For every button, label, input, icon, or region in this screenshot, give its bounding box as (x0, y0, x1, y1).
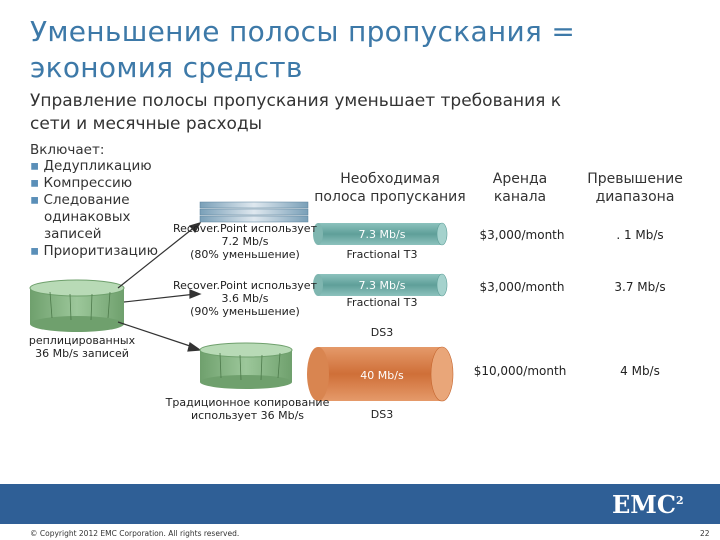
footer-strip (0, 524, 720, 540)
pipe-type-top: DS3 (370, 326, 394, 339)
pipe-ds3-icon (307, 346, 454, 402)
emc-logo: EMC2 (612, 490, 684, 519)
logo-text: EMC (612, 490, 676, 519)
pipe-bandwidth: 7.3 Mb/s (358, 279, 406, 292)
page-number: 22 (700, 529, 710, 538)
diagram (29, 201, 454, 402)
bullet-icon: ▪ (30, 175, 44, 191)
pipe-type: DS3 (370, 408, 394, 421)
include-item: ▪ Приоритизацию (30, 243, 158, 260)
pipe-bandwidth: 7.3 Mb/s (358, 228, 406, 241)
include-item-label: Следование (43, 192, 130, 208)
include-item-cont: одинаковых (44, 209, 131, 225)
include-item: ▪ Следование (30, 192, 130, 209)
footer-bar (0, 484, 720, 524)
arrow-icon (117, 222, 202, 352)
bullet-icon: ▪ (30, 243, 44, 259)
pipe-fractional-t3-icon (313, 273, 448, 297)
lease-cost: $10,000/month (473, 364, 567, 378)
pipe-type: Fractional T3 (346, 296, 418, 309)
include-item-label: Компрессию (43, 175, 133, 191)
column-header-bandwidth: Необходимая полоса пропускания (314, 171, 466, 205)
include-item: ▪ Дедупликацию (30, 158, 152, 175)
excess-value: 4 Mb/s (620, 364, 660, 378)
pipe-bandwidth: 40 Mb/s (360, 369, 404, 382)
include-item-label: Дедупликацию (43, 158, 152, 174)
row-description: Recover.Point использует 7.2 Mb/s (80% у… (173, 222, 317, 261)
row-description: Recover.Point использует 3.6 Mb/s (90% у… (173, 279, 317, 318)
column-header-lease: Аренда канала (492, 171, 548, 205)
column-header-excess: Превышение диапазона (587, 171, 683, 205)
logo-sup: 2 (675, 494, 684, 507)
include-item-cont: записей (44, 226, 102, 242)
lease-cost: $3,000/month (479, 228, 565, 242)
includes-heading: Включает: (30, 142, 105, 158)
compressed-data-icon (199, 201, 309, 223)
include-item: ▪ Компрессию (30, 175, 132, 192)
page-title: Уменьшение полосы пропускания = экономия… (30, 15, 576, 84)
source-label: реплицированных 36 Mb/s записей (28, 334, 136, 360)
include-item-label: Приоритизацию (43, 243, 158, 259)
pipe-fractional-t3-icon (313, 222, 448, 246)
pipe-type: Fractional T3 (346, 248, 418, 261)
source-disk-icon (29, 279, 125, 332)
excess-value: 3.7 Mb/s (614, 280, 666, 294)
copyright-text: © Copyright 2012 EMC Corporation. All ri… (30, 529, 240, 538)
target-disk-icon (199, 342, 293, 389)
excess-value: . 1 Mb/s (616, 228, 664, 242)
page-subtitle: Управление полосы пропускания уменьшает … (30, 91, 562, 134)
row-description: Традиционное копирование использует 36 M… (165, 396, 330, 422)
bullet-icon: ▪ (30, 158, 44, 174)
bullet-icon: ▪ (30, 192, 44, 208)
lease-cost: $3,000/month (479, 280, 565, 294)
